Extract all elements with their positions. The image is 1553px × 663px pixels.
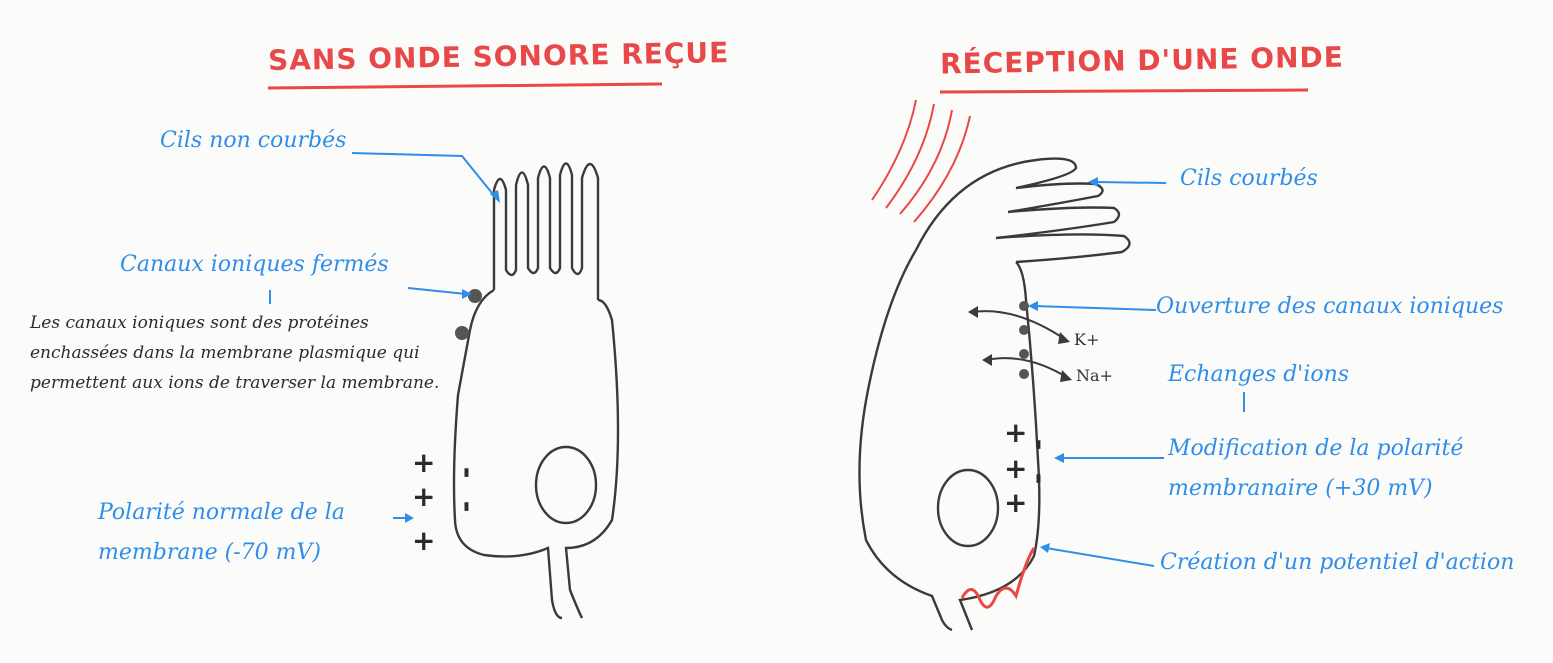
leader-creation bbox=[1045, 547, 1155, 567]
charge-plus: + bbox=[412, 480, 436, 513]
ion-channels-open bbox=[1019, 301, 1029, 379]
label-modification-polarite-line1: Modification de la polarité bbox=[1168, 436, 1464, 461]
label-modification-polarite-line2: membranaire (+30 mV) bbox=[1168, 476, 1433, 501]
leader-cils bbox=[351, 152, 497, 199]
nucleus bbox=[534, 445, 598, 525]
panel-sound-wave-received: RÉCEPTION D'UNE ONDE Cils courbés Ouvert… bbox=[776, 0, 1553, 663]
leader-ouverture bbox=[1033, 305, 1157, 311]
title-underline bbox=[267, 82, 663, 90]
charge-minus: - bbox=[1023, 438, 1057, 451]
leader-cils bbox=[1093, 181, 1167, 184]
cell-body-outline bbox=[858, 249, 1041, 632]
hair-cell-stimulated-drawing bbox=[858, 88, 1309, 632]
label-cils-courbes: Cils courbés bbox=[1180, 166, 1318, 191]
charge-plus: + bbox=[412, 446, 436, 479]
ion-channel-closed bbox=[468, 289, 482, 303]
label-echanges-ions: Echanges d'ions bbox=[1168, 362, 1350, 387]
hair-cell-resting-drawing bbox=[267, 82, 663, 620]
title-underline bbox=[939, 88, 1309, 94]
label-polarite-normale-line2: membrane (-70 mV) bbox=[98, 540, 321, 565]
cell-body-outline bbox=[452, 288, 620, 620]
ion-label-k: K+ bbox=[1074, 330, 1100, 349]
label-cils-non-courbes: Cils non courbés bbox=[160, 128, 347, 153]
charge-minus: - bbox=[1023, 472, 1057, 485]
charge-plus: + bbox=[1004, 486, 1028, 519]
ion-channel-closed bbox=[455, 326, 469, 340]
arrowheads bbox=[405, 190, 500, 523]
action-potential-mark bbox=[960, 547, 1036, 609]
ion-exchange-arrows bbox=[971, 310, 1069, 379]
cilia-bent bbox=[914, 157, 1131, 264]
leader-canaux bbox=[407, 287, 467, 295]
note-ion-channels: Les canaux ioniques sont des protéines e… bbox=[30, 313, 440, 393]
panel-no-sound-wave: SANS ONDE SONORE REÇUE Cils non courbés … bbox=[0, 0, 776, 663]
label-creation-potentiel: Création d'un potentiel d'action bbox=[1160, 550, 1515, 575]
charge-plus: + bbox=[412, 524, 436, 557]
charge-plus: + bbox=[1004, 452, 1028, 485]
cilia-straight bbox=[492, 162, 600, 300]
ion-label-na: Na+ bbox=[1076, 366, 1113, 385]
label-canaux-fermes: Canaux ioniques fermés bbox=[120, 252, 389, 277]
label-ouverture-canaux: Ouverture des canaux ioniques bbox=[1156, 294, 1504, 319]
charge-minus: - bbox=[451, 466, 485, 479]
leader-lines bbox=[1033, 181, 1245, 567]
charge-minus: - bbox=[451, 500, 485, 513]
nucleus bbox=[936, 468, 1000, 548]
arrowheads bbox=[1028, 177, 1098, 553]
charge-plus: + bbox=[1004, 416, 1028, 449]
ion-arrowheads bbox=[968, 306, 1072, 382]
label-polarite-normale-line1: Polarité normale de la bbox=[98, 500, 345, 525]
sound-wave-icon bbox=[871, 99, 971, 223]
panel-title: RÉCEPTION D'UNE ONDE bbox=[939, 40, 1345, 81]
